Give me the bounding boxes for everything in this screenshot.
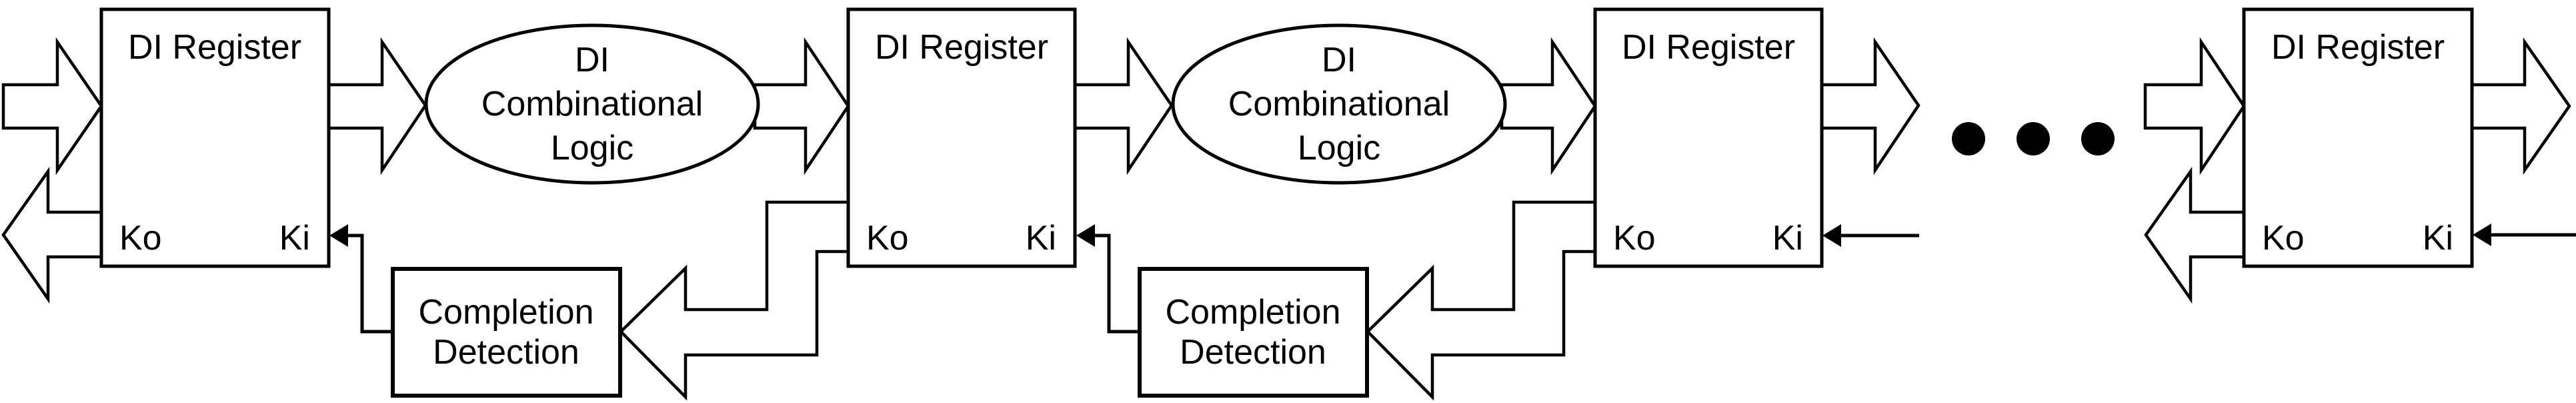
data-arrow-ellipsis-to-reg4 — [2143, 37, 2246, 175]
ko-port-label: Ko — [2262, 219, 2305, 258]
data-output-arrow — [2470, 37, 2571, 175]
ki-port-label: Ki — [2423, 219, 2453, 258]
di-register-3: DI Register Ko Ki — [1593, 7, 1824, 268]
ki-port-label: Ki — [1772, 219, 1803, 258]
ellipsis-dot-1 — [1952, 122, 1985, 155]
completion-label-line-1: Completion — [418, 293, 593, 332]
di-register-box — [2242, 7, 2474, 268]
completion-label-line-2: Detection — [433, 333, 579, 372]
ki-arrowhead-reg3 — [1822, 224, 1841, 247]
ko-output-arrow-reg4 — [2144, 166, 2246, 304]
ko-port-label: Ko — [1613, 219, 1656, 258]
ki-arrowhead-reg2 — [1076, 224, 1095, 247]
di-register-box — [1593, 7, 1824, 268]
completion-detection-box — [1138, 267, 1369, 398]
data-input-arrow — [1, 37, 103, 175]
completion-detection-box — [391, 267, 622, 398]
ko-feedback-ribbon-reg3-to-completion2 — [1365, 200, 1597, 401]
ki-port-label: Ki — [279, 219, 310, 258]
combinational-logic-ellipse — [424, 23, 760, 185]
di-register-title: DI Register — [2271, 28, 2445, 67]
completion-detection-1: Completion Detection — [391, 267, 622, 398]
logic-label-line-1: DI — [575, 41, 609, 79]
ko-port-label: Ko — [866, 219, 909, 258]
di-register-2: DI Register Ko Ki — [846, 7, 1077, 268]
completion-label-line-1: Completion — [1165, 293, 1340, 332]
combinational-logic-1: DI Combinational Logic — [424, 23, 760, 185]
logic-label-line-2: Combinational — [1228, 85, 1450, 123]
di-register-box — [99, 7, 331, 268]
ko-feedback-ribbon-reg2-to-completion1 — [618, 200, 850, 401]
completion-detection-2: Completion Detection — [1138, 267, 1369, 398]
ki-arrowhead-reg1 — [329, 224, 348, 247]
ellipsis-dot-3 — [2081, 122, 2115, 155]
ko-port-label: Ko — [119, 219, 162, 258]
ki-wire-completion1-to-reg1 — [347, 234, 393, 334]
combinational-logic-2: DI Combinational Logic — [1171, 23, 1507, 185]
completion-label-line-2: Detection — [1180, 333, 1326, 372]
ki-arrowhead-reg4 — [2473, 224, 2491, 246]
ellipsis-dot-2 — [2017, 122, 2050, 155]
di-register-title: DI Register — [128, 28, 301, 67]
logic-label-line-3: Logic — [551, 129, 633, 167]
data-arrow-reg2-to-logic2 — [1073, 37, 1174, 175]
ki-port-label: Ki — [1026, 219, 1056, 258]
di-register-title: DI Register — [1622, 28, 1795, 67]
ko-output-arrow-reg1 — [1, 166, 103, 304]
combinational-logic-ellipse — [1171, 23, 1507, 185]
pipeline-continuation-ellipsis — [1952, 122, 2115, 155]
logic-label-line-2: Combinational — [481, 85, 703, 123]
data-arrow-logic2-to-reg3 — [1500, 37, 1597, 175]
data-arrow-reg1-to-logic1 — [327, 37, 427, 175]
di-register-title: DI Register — [875, 28, 1048, 67]
data-arrow-logic1-to-reg2 — [753, 37, 850, 175]
logic-label-line-1: DI — [1322, 41, 1356, 79]
logic-label-line-3: Logic — [1298, 129, 1380, 167]
di-register-1: DI Register Ko Ki — [99, 7, 331, 268]
di-register-box — [846, 7, 1077, 268]
ki-wire-completion2-to-reg2 — [1094, 234, 1140, 334]
data-arrow-reg3-to-ellipsis — [1820, 37, 1920, 175]
di-register-4: DI Register Ko Ki — [2242, 7, 2474, 268]
